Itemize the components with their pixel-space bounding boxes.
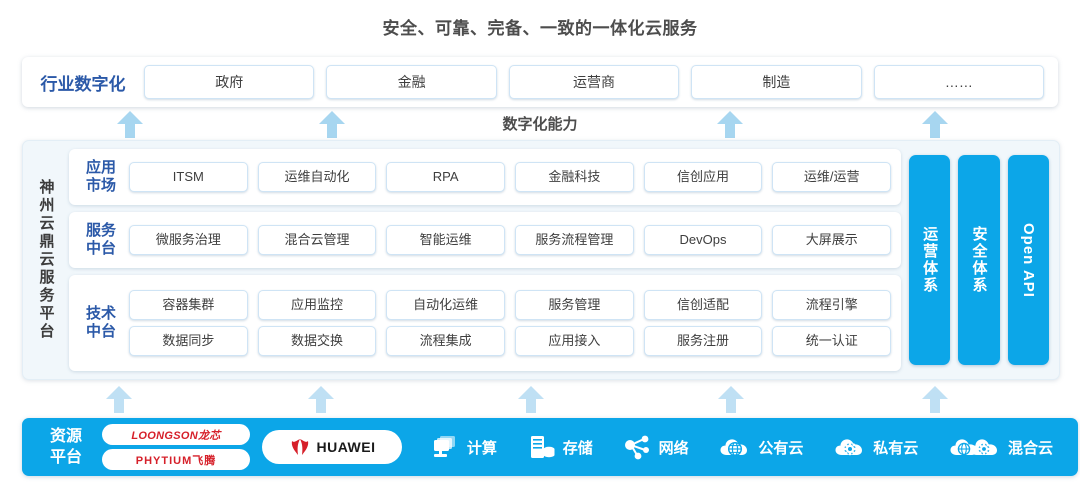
resource-item-hybrid-cloud[interactable]: 混合云: [948, 434, 1053, 460]
private-cloud-icon: [833, 434, 867, 460]
item-line: ITSM 运维自动化 RPA 金融科技 信创应用 运维/运营: [129, 162, 892, 192]
cell-unified-auth[interactable]: 统一认证: [772, 326, 892, 356]
industry-items: 政府 金融 运营商 制造 ……: [144, 65, 1058, 99]
item-line: 数据同步 数据交换 流程集成 应用接入 服务注册 统一认证: [129, 326, 892, 356]
resource-item-network-label: 网络: [658, 439, 689, 457]
row-items-service-midend: 微服务治理 混合云管理 智能运维 服务流程管理 DevOps 大屏展示: [129, 225, 892, 255]
cell-microservice-governance[interactable]: 微服务治理: [129, 225, 248, 255]
cell-service-management[interactable]: 服务管理: [515, 290, 634, 320]
cell-service-process-mgmt[interactable]: 服务流程管理: [515, 225, 634, 255]
row-service-midend: 服务 中台 微服务治理 混合云管理 智能运维 服务流程管理 DevOps 大屏展…: [69, 212, 901, 268]
industry-band: 行业数字化 政府 金融 运营商 制造 ……: [22, 57, 1058, 107]
public-cloud-icon: [718, 434, 752, 460]
resource-item-compute[interactable]: 计算: [431, 434, 497, 460]
cell-fintech[interactable]: 金融科技: [515, 162, 634, 192]
resource-items: 计算 存储: [402, 434, 1068, 460]
row-items-technology-midend: 容器集群 应用监控 自动化运维 服务管理 信创适配 流程引擎 数据同步 数据交换…: [129, 290, 892, 356]
up-arrow-icon: [117, 111, 143, 138]
up-arrow-icon: [106, 386, 132, 413]
industry-item-finance[interactable]: 金融: [326, 65, 497, 99]
resource-item-public-cloud[interactable]: 公有云: [718, 434, 803, 460]
cell-ops-operations[interactable]: 运维/运营: [772, 162, 892, 192]
pillar-open-api-label: Open API: [1019, 222, 1037, 298]
cell-devops[interactable]: DevOps: [643, 225, 763, 255]
row-label-technology-midend: 技术 中台: [85, 305, 116, 340]
row-technology-midend: 技术 中台 容器集群 应用监控 自动化运维 服务管理 信创适配 流程引擎: [69, 275, 901, 371]
up-arrow-icon: [319, 111, 345, 138]
cloud-service-platform-panel: 神州云鼎云服务平台 应用 市场 ITSM 运维自动化 RPA 金融科技: [22, 140, 1060, 380]
cell-ops-automation[interactable]: 运维自动化: [257, 162, 377, 192]
industry-item-government[interactable]: 政府: [144, 65, 315, 99]
resource-item-hybrid-cloud-label: 混合云: [1008, 439, 1054, 457]
item-line: 微服务治理 混合云管理 智能运维 服务流程管理 DevOps 大屏展示: [129, 225, 892, 255]
cell-process-integration[interactable]: 流程集成: [386, 326, 506, 356]
resource-item-storage-label: 存储: [562, 439, 593, 457]
resource-item-private-cloud-label: 私有云: [873, 439, 919, 457]
pillar-open-api[interactable]: Open API: [1007, 155, 1049, 365]
cell-process-engine[interactable]: 流程引擎: [772, 290, 892, 320]
cell-itsm[interactable]: ITSM: [129, 162, 248, 192]
cell-container-cluster[interactable]: 容器集群: [129, 290, 248, 320]
up-arrow-icon: [922, 386, 948, 413]
capability-band-title: 数字化能力: [502, 116, 578, 133]
page-title: 安全、可靠、完备、一致的一体化云服务: [382, 19, 698, 38]
vertical-pillars: 运营体系 安全体系 Open API: [909, 149, 1049, 371]
huawei-logo-text: HUAWEI: [316, 439, 376, 455]
cell-data-exchange[interactable]: 数据交换: [257, 326, 377, 356]
pillar-operations-system-label: 运营体系: [921, 226, 939, 294]
storage-icon: [527, 434, 557, 460]
platform-rows: 应用 市场 ITSM 运维自动化 RPA 金融科技 信创应用 运维/运营: [69, 149, 901, 371]
industry-item-carrier[interactable]: 运营商: [508, 65, 680, 99]
resource-item-private-cloud[interactable]: 私有云: [833, 434, 918, 460]
cell-hybrid-cloud-mgmt[interactable]: 混合云管理: [257, 225, 377, 255]
up-arrow-icon: [717, 111, 743, 138]
cell-xinchuang-app[interactable]: 信创应用: [643, 162, 763, 192]
platform-body: 应用 市场 ITSM 运维自动化 RPA 金融科技 信创应用 运维/运营: [69, 141, 1059, 379]
row-items-application-market: ITSM 运维自动化 RPA 金融科技 信创应用 运维/运营: [129, 162, 892, 192]
up-arrow-icon: [922, 111, 948, 138]
row-application-market: 应用 市场 ITSM 运维自动化 RPA 金融科技 信创应用 运维/运营: [69, 149, 901, 205]
chip-vendor-logos: LOONGSON龙芯 PHYTIUM飞腾: [102, 424, 250, 470]
up-arrow-icon: [308, 386, 334, 413]
cell-app-access[interactable]: 应用接入: [515, 326, 634, 356]
up-arrow-icon: [518, 386, 544, 413]
network-icon: [623, 434, 653, 460]
resource-item-storage[interactable]: 存储: [527, 434, 593, 460]
pillar-security-system[interactable]: 安全体系: [958, 155, 1000, 365]
platform-side-label-text: 神州云鼎云服务平台: [37, 179, 55, 341]
cell-app-monitoring[interactable]: 应用监控: [257, 290, 377, 320]
industry-band-label: 行业数字化: [40, 74, 126, 94]
huawei-petal-icon: [289, 438, 311, 456]
cell-data-sync[interactable]: 数据同步: [129, 326, 248, 356]
industry-item-manufacturing[interactable]: 制造: [691, 65, 862, 99]
row-label-application-market: 应用 市场: [85, 159, 116, 194]
pillar-security-system-label: 安全体系: [970, 226, 988, 294]
huawei-logo: HUAWEI: [262, 430, 402, 464]
resource-item-network[interactable]: 网络: [623, 434, 689, 460]
up-arrow-icon: [718, 386, 744, 413]
industry-item-more[interactable]: ……: [873, 65, 1045, 99]
cell-automated-ops[interactable]: 自动化运维: [386, 290, 506, 320]
compute-icon: [431, 434, 461, 460]
resource-item-compute-label: 计算: [466, 439, 497, 457]
phytium-logo: PHYTIUM飞腾: [102, 449, 250, 470]
cell-service-registry[interactable]: 服务注册: [643, 326, 763, 356]
resource-item-public-cloud-label: 公有云: [758, 439, 804, 457]
cell-large-screen-display[interactable]: 大屏展示: [772, 225, 892, 255]
platform-side-label: 神州云鼎云服务平台: [23, 141, 69, 379]
loongson-logo: LOONGSON龙芯: [102, 424, 250, 445]
item-line: 容器集群 应用监控 自动化运维 服务管理 信创适配 流程引擎: [129, 290, 892, 320]
hybrid-cloud-icon: [948, 434, 1002, 460]
capability-band: 数字化能力: [0, 108, 1080, 140]
cell-xinchuang-adaptation[interactable]: 信创适配: [643, 290, 763, 320]
cell-intelligent-ops[interactable]: 智能运维: [386, 225, 506, 255]
pillar-operations-system[interactable]: 运营体系: [909, 155, 951, 365]
resource-platform-bar: 资源 平台 LOONGSON龙芯 PHYTIUM飞腾 HUAWEI: [22, 418, 1078, 476]
cell-rpa[interactable]: RPA: [386, 162, 506, 192]
row-label-service-midend: 服务 中台: [85, 222, 116, 257]
resource-platform-label: 资源 平台: [49, 428, 82, 466]
resource-arrows-band: [0, 384, 1080, 414]
